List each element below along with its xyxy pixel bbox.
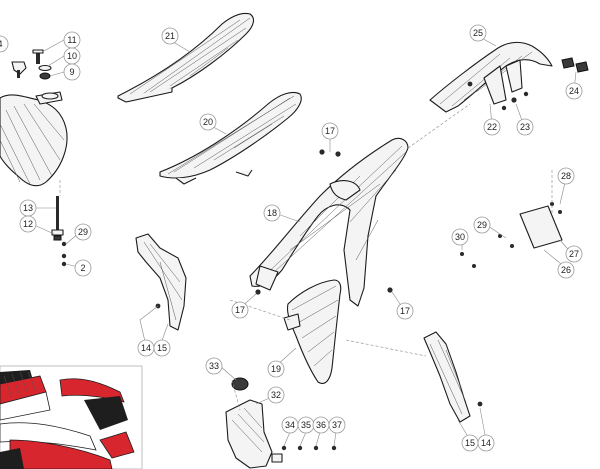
callout-36: 36 — [312, 416, 330, 434]
callout-17-right-label: 17 — [400, 306, 410, 316]
callout-22-label: 22 — [487, 122, 497, 132]
callout-18-label: 18 — [267, 208, 277, 218]
callout-21-label: 21 — [165, 31, 175, 41]
callout-25-label: 25 — [473, 28, 483, 38]
callout-30: 30 — [451, 228, 469, 246]
callout-14-left: 14 — [137, 339, 155, 357]
frame-guard-left-part — [135, 233, 187, 331]
callout-28-label: 28 — [561, 171, 571, 181]
explosion-lines — [59, 103, 553, 411]
callout-17-top-label: 17 — [325, 126, 335, 136]
callout-11-label: 11 — [67, 35, 76, 45]
callout-4-label: 4 — [0, 39, 3, 49]
frame-guard-right-part — [423, 331, 483, 423]
callout-2-label: 2 — [80, 263, 85, 273]
callout-15-left-label: 15 — [157, 343, 167, 353]
callout-19: 19 — [267, 360, 285, 378]
tank-bolt — [51, 196, 67, 267]
callout-4: 4 — [0, 35, 9, 53]
callout-17-left: 17 — [231, 301, 249, 319]
callout-15-right: 15 — [461, 434, 479, 452]
panel-screws — [255, 149, 393, 295]
callout-33-label: 33 — [209, 361, 219, 371]
rear-fender-part — [429, 41, 553, 113]
callout-35: 35 — [297, 416, 315, 434]
callout-14-left-label: 14 — [141, 343, 151, 353]
side-panel-part — [249, 137, 409, 307]
callout-19-label: 19 — [271, 364, 281, 374]
callout-2: 2 — [74, 259, 92, 277]
rear-bracket-part — [225, 377, 337, 469]
callout-23: 23 — [516, 118, 534, 136]
callout-32: 32 — [267, 386, 285, 404]
callout-29-right: 29 — [473, 216, 491, 234]
callout-36-label: 36 — [316, 420, 326, 430]
callout-30-label: 30 — [455, 232, 465, 242]
callout-24-label: 24 — [569, 86, 579, 96]
callout-34-label: 34 — [285, 420, 295, 430]
callout-28: 28 — [557, 167, 575, 185]
callout-17-left-label: 17 — [235, 305, 245, 315]
callout-20-label: 20 — [203, 117, 213, 127]
side-number-plate-part — [283, 279, 342, 385]
callout-35-label: 35 — [301, 420, 311, 430]
callout-34: 34 — [281, 416, 299, 434]
callout-18: 18 — [263, 204, 281, 222]
callout-9: 9 — [63, 63, 81, 81]
fuel-tank-part — [0, 91, 68, 187]
callout-10: 10 — [63, 47, 81, 65]
callout-29-right-label: 29 — [477, 220, 487, 230]
callout-37: 37 — [328, 416, 346, 434]
callout-29-left-label: 29 — [78, 227, 88, 237]
callout-17-right: 17 — [396, 302, 414, 320]
callout-37-label: 37 — [332, 420, 342, 430]
callout-24: 24 — [565, 82, 583, 100]
callout-14-right: 14 — [477, 434, 495, 452]
callout-13: 13 — [19, 199, 37, 217]
callout-27-label: 27 — [569, 249, 579, 259]
tank-cap-hardware — [11, 49, 52, 80]
callout-21: 21 — [161, 27, 179, 45]
seat-upper-part — [117, 12, 255, 103]
callout-25: 25 — [469, 24, 487, 42]
callout-32-label: 32 — [271, 390, 281, 400]
fender-screws — [561, 57, 589, 73]
callout-15-right-label: 15 — [465, 438, 475, 448]
plate-hardware — [460, 202, 563, 268]
callout-12-label: 12 — [23, 219, 33, 229]
callout-14-right-label: 14 — [481, 438, 491, 448]
callout-15-left: 15 — [153, 339, 171, 357]
callout-26: 26 — [557, 261, 575, 279]
callout-33: 33 — [205, 357, 223, 375]
callout-13-label: 13 — [23, 203, 33, 213]
callout-9-label: 9 — [69, 67, 74, 77]
decal-kit-inset — [0, 365, 143, 469]
callout-29-left: 29 — [74, 223, 92, 241]
callout-26-label: 26 — [561, 265, 571, 275]
callout-11: 11 — [63, 31, 81, 49]
callout-23-label: 23 — [520, 122, 530, 132]
callout-20: 20 — [199, 113, 217, 131]
seat-lower-part — [159, 91, 302, 185]
callout-10-label: 10 — [67, 51, 77, 61]
callout-17-top: 17 — [321, 122, 339, 140]
callout-27: 27 — [565, 245, 583, 263]
callout-12: 12 — [19, 215, 37, 233]
callout-22: 22 — [483, 118, 501, 136]
